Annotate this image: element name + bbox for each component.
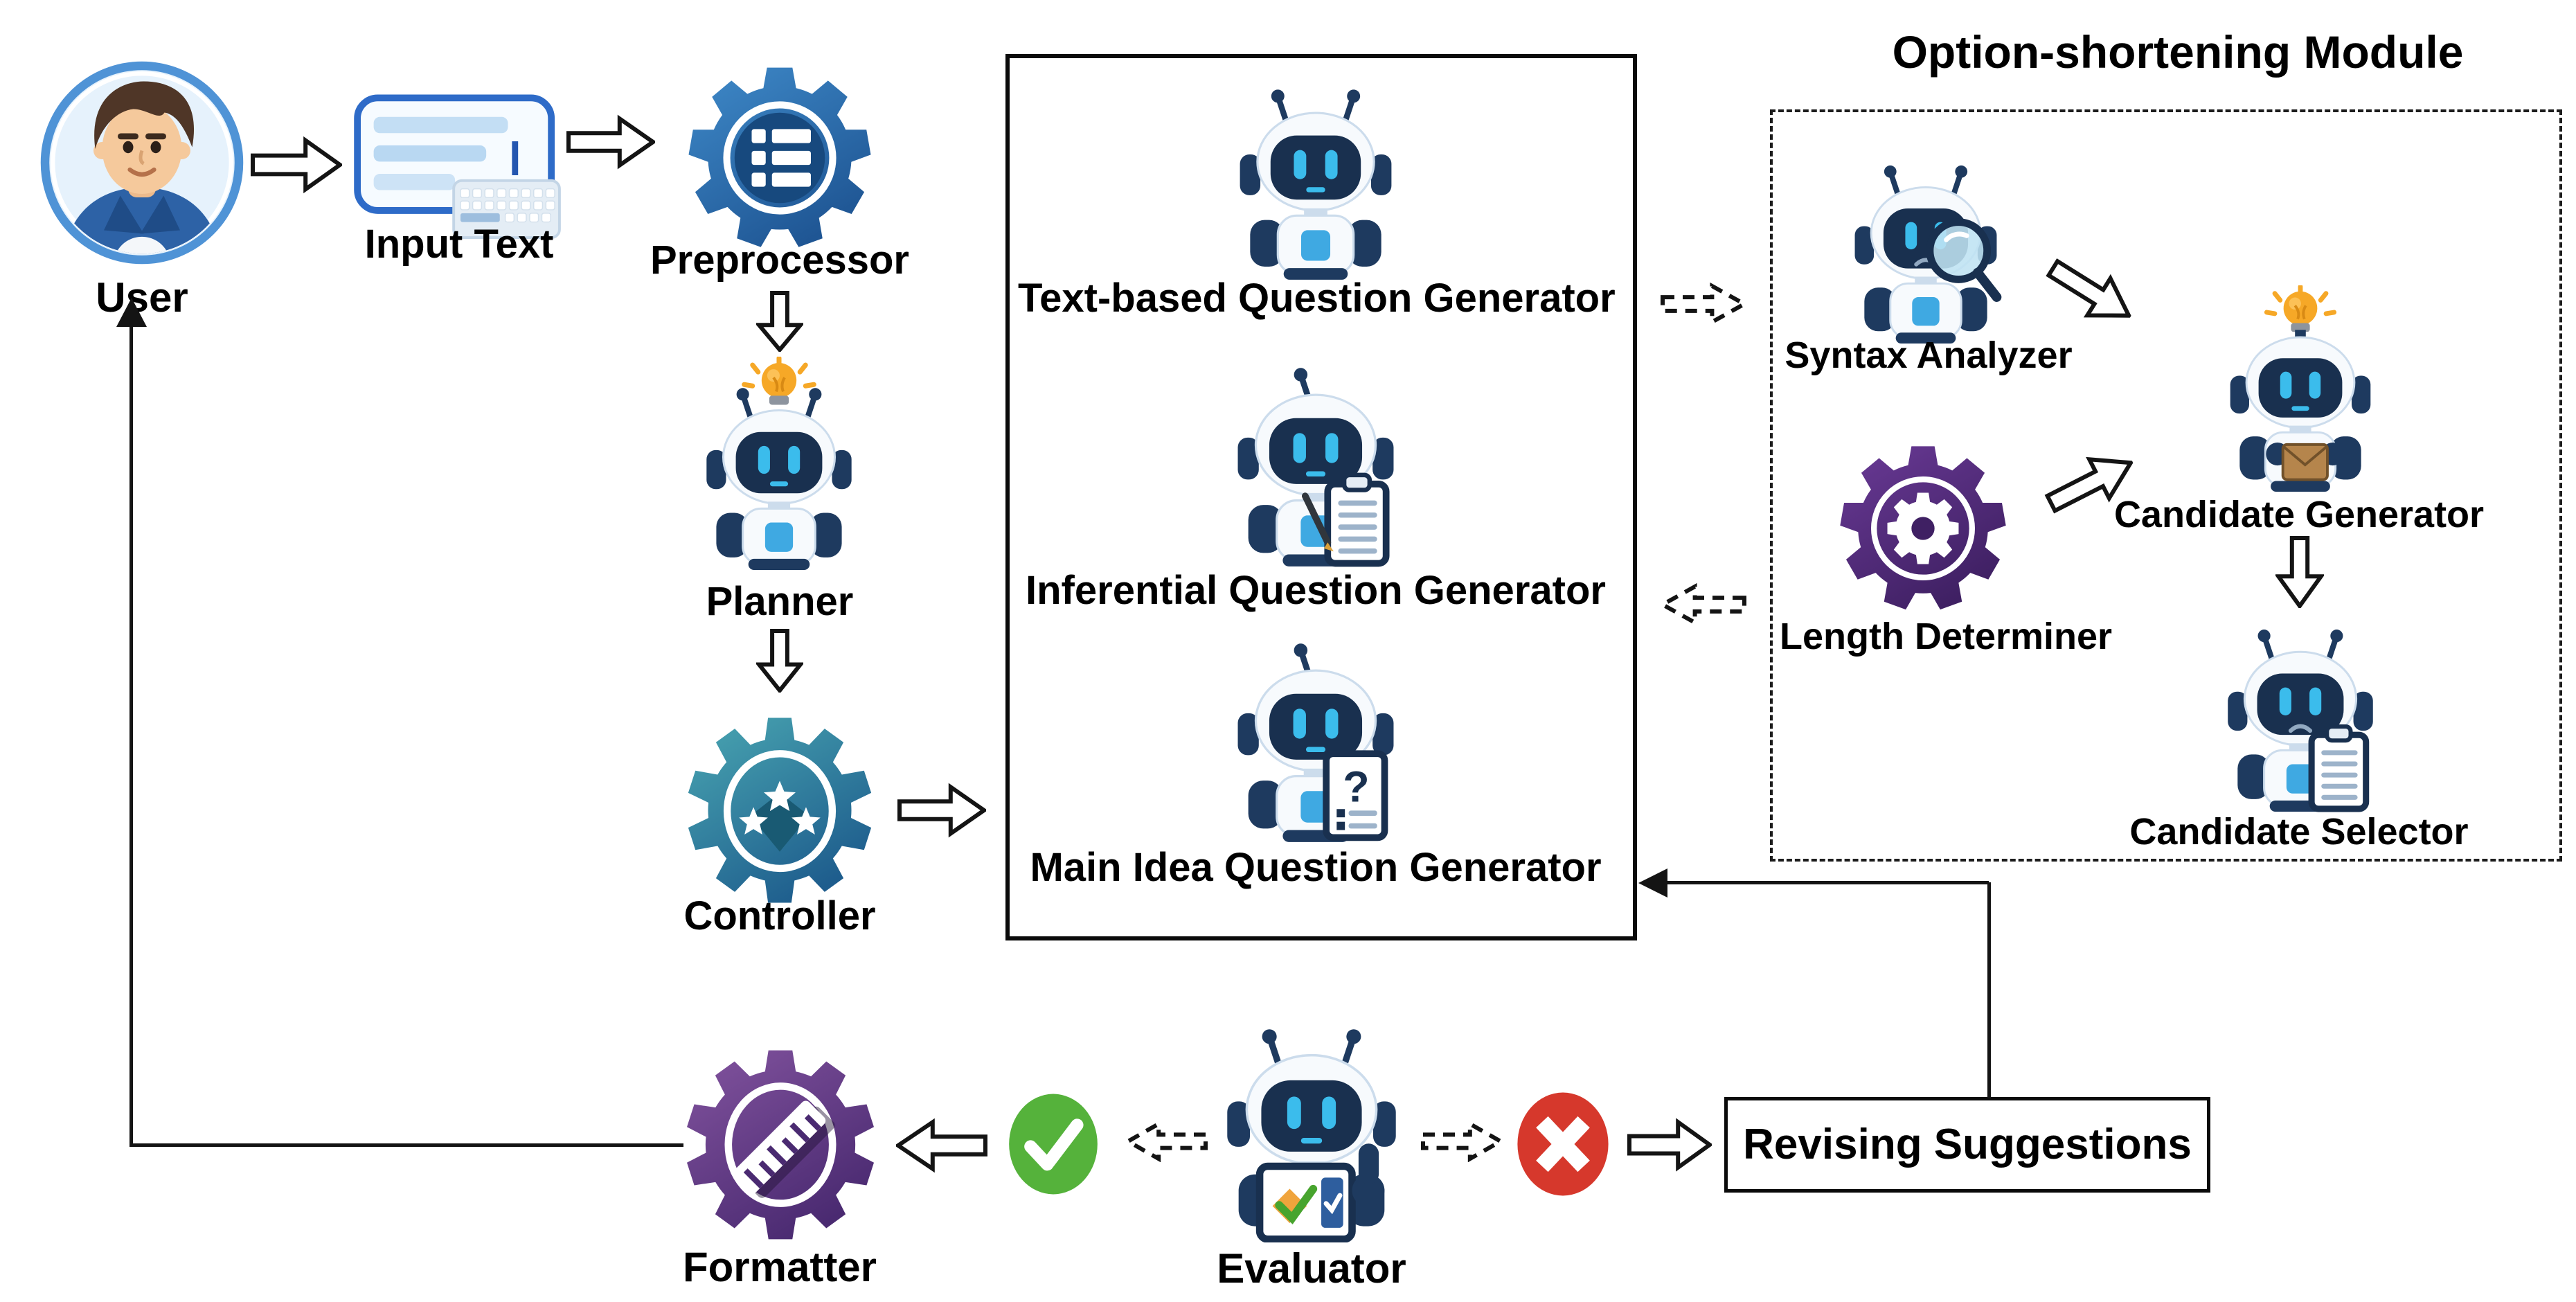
candidate-generator-label: Candidate Generator — [2113, 494, 2485, 535]
controller-label: Controller — [683, 893, 876, 938]
arrow-user-to-input-icon — [251, 136, 342, 194]
option-module-title: Option-shortening Module — [1892, 26, 2464, 78]
main-idea-robot-icon: ? — [1210, 641, 1421, 844]
text-question-robot-icon — [1219, 84, 1413, 281]
formatter-gear-icon — [683, 1047, 878, 1242]
dashed-arrow-to-module-icon — [1661, 283, 1746, 326]
revise-line-vertical — [1987, 882, 1991, 1098]
feedback-arrowhead-icon — [116, 298, 147, 327]
feedback-line-horizontal — [129, 1143, 683, 1147]
inferential-generator-label: Inferential Question Generator — [1026, 568, 1606, 613]
check-icon — [1005, 1091, 1101, 1197]
planner-label: Planner — [706, 579, 854, 624]
question-generator-box: Text-based Question Generator Inferentia… — [1005, 54, 1637, 940]
length-determiner-label: Length Determiner — [1780, 616, 2113, 657]
arrow-candgen-to-candsel-icon — [2275, 536, 2324, 608]
arrow-planner-to-controller-icon — [756, 629, 803, 693]
syntax-analyzer-robot-icon — [1834, 161, 2018, 345]
candidate-selector-robot-icon — [2202, 625, 2399, 813]
input-text-icon — [345, 78, 573, 240]
input-text-label: Input Text — [364, 222, 554, 267]
planner-robot-icon — [675, 357, 883, 571]
controller-gear-icon — [684, 715, 875, 906]
dashed-arrow-from-module-icon — [1661, 583, 1746, 626]
arrow-input-to-preprocessor-icon — [566, 114, 655, 170]
evaluator-robot-icon — [1204, 1024, 1420, 1242]
revising-suggestions-box: Revising Suggestions — [1724, 1097, 2210, 1193]
evaluator-label: Evaluator — [1217, 1245, 1406, 1292]
preprocessor-label: Preprocessor — [650, 238, 909, 283]
formatter-label: Formatter — [682, 1244, 877, 1290]
preprocessor-gear-icon — [686, 64, 873, 251]
inferential-robot-icon — [1210, 366, 1421, 568]
candidate-selector-label: Candidate Selector — [2129, 811, 2469, 853]
syntax-analyzer-label: Syntax Analyzer — [1785, 335, 2073, 376]
dashed-arrow-evaluator-to-check-icon — [1126, 1121, 1208, 1162]
arrow-cross-to-revising-icon — [1627, 1118, 1712, 1172]
user-avatar — [38, 59, 246, 267]
svg-text:?: ? — [1343, 763, 1369, 811]
feedback-line-vertical — [129, 324, 133, 1147]
text-based-generator-label: Text-based Question Generator — [1018, 276, 1616, 321]
arrow-check-to-formatter-icon — [896, 1118, 987, 1173]
arrow-controller-to-generators-icon — [897, 783, 986, 838]
main-idea-generator-label: Main Idea Question Generator — [1030, 845, 1602, 890]
revise-line-horizontal — [1665, 881, 1989, 884]
length-determiner-gear-icon — [1836, 442, 2010, 615]
cross-icon — [1514, 1090, 1612, 1198]
revising-suggestions-label: Revising Suggestions — [1743, 1120, 2192, 1168]
dashed-arrow-evaluator-to-cross-icon — [1421, 1121, 1503, 1162]
arrow-lengthdet-to-candgen-icon — [2037, 438, 2144, 527]
revise-arrowhead-icon — [1638, 868, 1667, 898]
candidate-generator-robot-icon — [2199, 285, 2401, 493]
option-shortening-module-box: Syntax Analyzer Candidate Generator Leng… — [1770, 109, 2562, 862]
arrow-syntax-to-candgen-icon — [2037, 245, 2144, 339]
arrow-preprocessor-to-planner-icon — [756, 291, 803, 352]
